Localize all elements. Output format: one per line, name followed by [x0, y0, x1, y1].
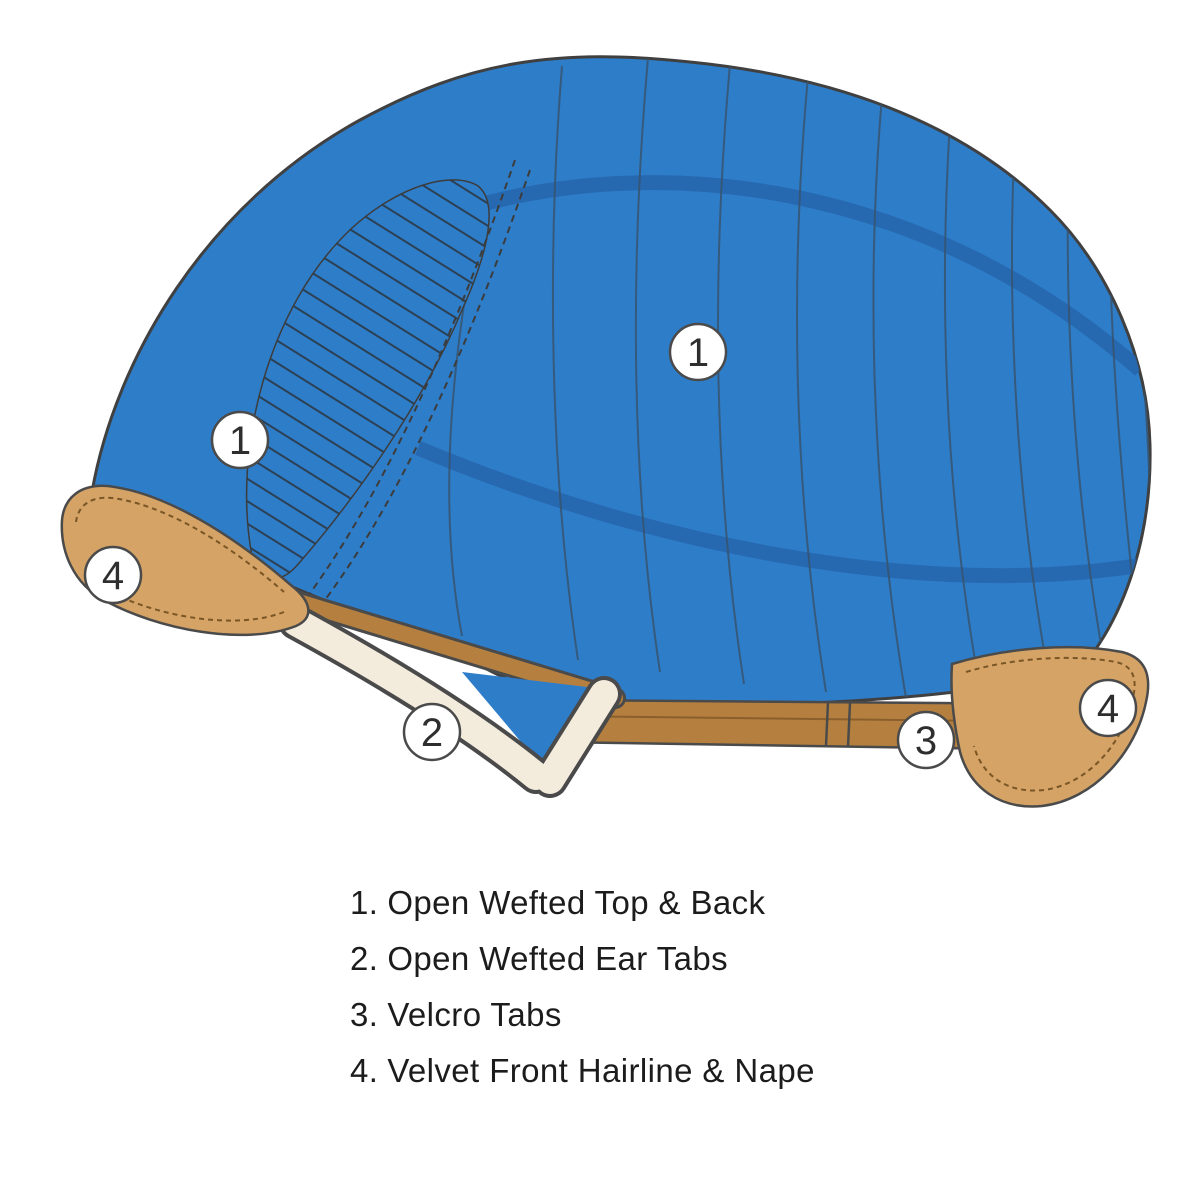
callout-4-nape: 4 [1078, 678, 1138, 738]
legend-item-label: Open Wefted Top & Back [387, 884, 766, 921]
svg-text:2: 2 [421, 711, 443, 755]
wig-cap-illustration: 1 1 2 3 4 4 [60, 55, 1152, 808]
svg-text:3: 3 [915, 719, 937, 763]
legend-item: 1. Open Wefted Top & Back [350, 884, 815, 940]
ear-tab [278, 604, 622, 798]
cap-band-lower [415, 441, 1144, 584]
cap-band-upper [442, 175, 1145, 376]
legend-item-label: Velcro Tabs [387, 996, 562, 1033]
callout-2: 2 [402, 702, 462, 762]
legend-item-number: 4. [350, 1052, 379, 1089]
svg-text:1: 1 [229, 419, 251, 463]
callout-4-front: 4 [83, 545, 143, 605]
velvet-front-stitching-2 [109, 591, 285, 622]
legend-item: 4. Velvet Front Hairline & Nape [350, 1052, 815, 1108]
legend-item-label: Velvet Front Hairline & Nape [387, 1052, 815, 1089]
legend-item-number: 1. [350, 884, 379, 921]
callout-1-front: 1 [210, 410, 270, 470]
svg-text:4: 4 [102, 554, 124, 598]
legend-item: 2. Open Wefted Ear Tabs [350, 940, 815, 996]
svg-text:1: 1 [687, 331, 709, 375]
callout-1-top: 1 [668, 322, 728, 382]
legend-item: 3. Velcro Tabs [350, 996, 815, 1052]
velcro-tab-marks [824, 701, 852, 748]
legend-item-number: 2. [350, 940, 379, 977]
left-band [284, 592, 623, 706]
legend: 1. Open Wefted Top & Back 2. Open Wefted… [350, 884, 815, 1108]
front-weft-panel [245, 179, 490, 580]
svg-text:4: 4 [1097, 687, 1119, 731]
callout-3: 3 [896, 710, 956, 770]
legend-item-label: Open Wefted Ear Tabs [387, 940, 728, 977]
legend-item-number: 3. [350, 996, 379, 1033]
velvet-front-stitching [75, 496, 285, 593]
